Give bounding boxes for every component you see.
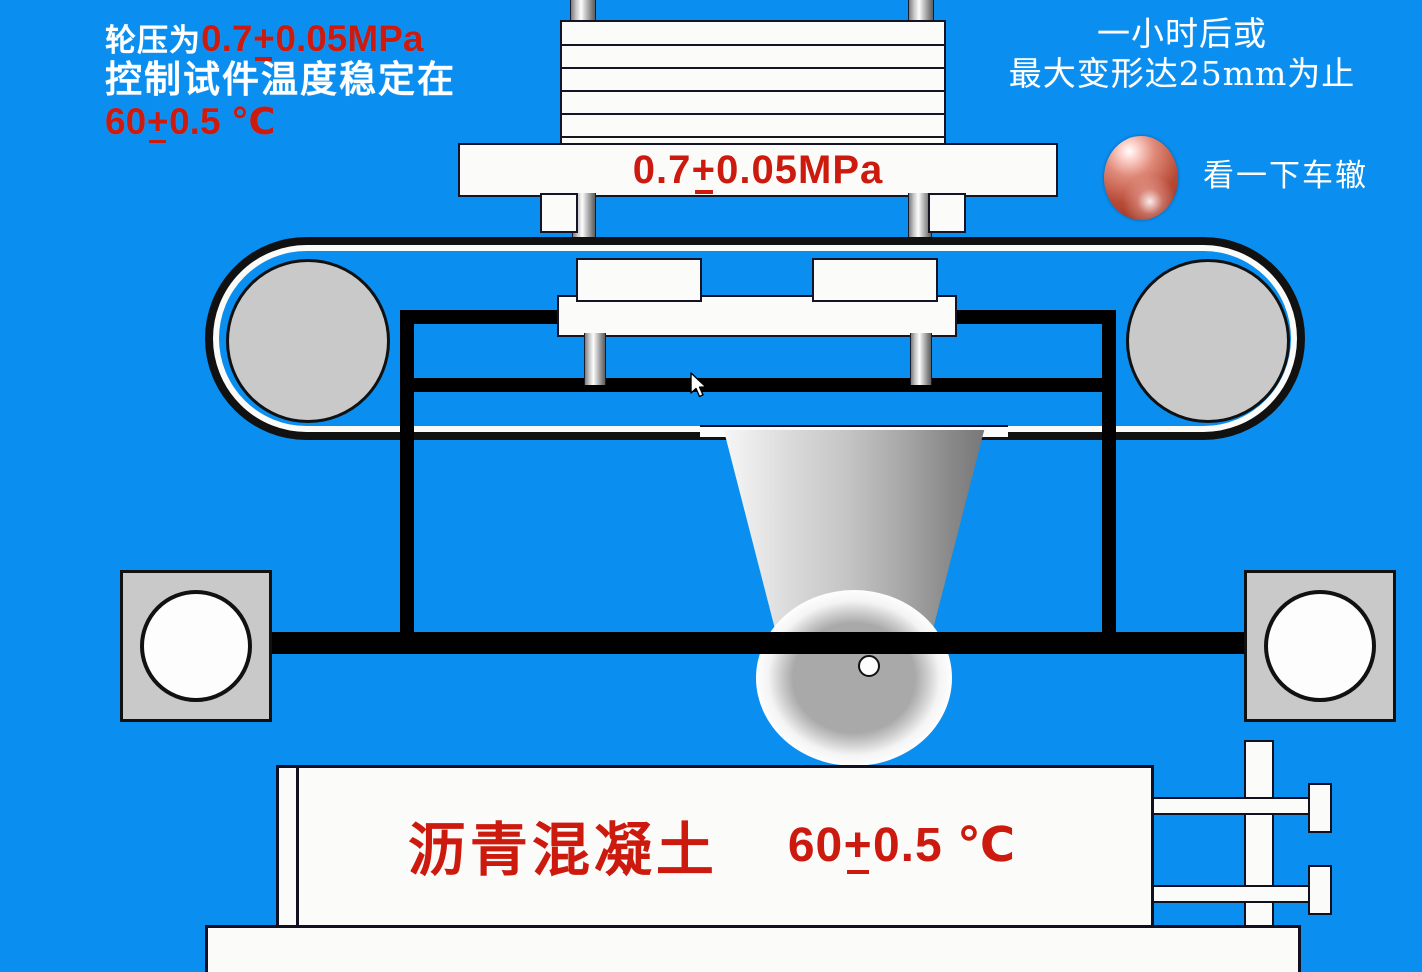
annotation-temperature-number: 60	[105, 100, 147, 142]
press-shoulder-right	[928, 193, 966, 233]
annotation-view-rut-label: 看一下车辙	[1203, 158, 1368, 194]
press-shoulder-left	[540, 193, 578, 233]
press-plate-stack	[560, 20, 946, 148]
guide-block-right-bearing	[1264, 590, 1376, 702]
press-rod-top-right	[908, 0, 934, 22]
thermostat-arm-upper	[1136, 797, 1315, 815]
pressure-banner-tolerance: 0.05MPa	[716, 147, 884, 192]
annotation-temperature-value-line: 60+0.5 ℃	[105, 100, 575, 144]
press-plate-slat	[562, 136, 944, 138]
thermostat-tip-upper	[1308, 783, 1332, 833]
pressure-banner-number: 0.7	[632, 147, 692, 192]
specimen-base-plate	[205, 925, 1301, 972]
press-rod-top-left	[570, 0, 596, 22]
annotation-wheel-pressure-line: 轮压为0.7+0.05MPa	[105, 18, 575, 61]
guide-block-left	[120, 570, 272, 722]
annotation-temperature-tolerance: 0.5 ℃	[169, 100, 276, 142]
load-head-block-left	[576, 258, 702, 302]
specimen-box	[276, 765, 1154, 931]
carriage-bar-middle	[400, 378, 1116, 392]
carriage-post-right	[1102, 310, 1116, 646]
load-head-pillar-left	[584, 333, 606, 385]
test-wheel-hub-icon	[858, 655, 880, 677]
annotation-wheel-pressure-number: 0.7	[201, 18, 253, 59]
press-plate-slat	[562, 90, 944, 92]
mouse-cursor-icon	[690, 372, 707, 398]
thermostat-arm-lower	[1136, 885, 1315, 903]
annotation-left-block: 轮压为0.7+0.05MPa 控制试件温度稳定在 60+0.5 ℃	[105, 18, 575, 144]
specimen-inner-divider	[296, 765, 299, 925]
annotation-right-block: 一小时后或 最大变形达25mm为止	[972, 14, 1392, 95]
press-plate-slat	[562, 44, 944, 46]
plus-minus-icon: +	[253, 18, 275, 61]
test-wheel	[756, 590, 952, 766]
belt-pulley-left	[226, 259, 390, 423]
press-plate-slat	[562, 67, 944, 69]
red-ellipse-bullet-icon	[1104, 136, 1178, 220]
annotation-duration-line: 一小时后或	[1097, 14, 1267, 53]
thermostat-stem	[1244, 740, 1274, 942]
thermostat-tip-lower	[1308, 865, 1332, 915]
annotation-wheel-pressure-tolerance: 0.05MPa	[275, 18, 424, 59]
pressure-banner-text: 0.7+0.05MPa	[632, 147, 884, 194]
annotation-wheel-pressure-prefix: 轮压为	[105, 23, 201, 59]
plus-minus-icon: +	[146, 100, 169, 144]
annotation-temperature-control-line: 控制试件温度稳定在	[105, 57, 456, 102]
press-plate-slat	[562, 113, 944, 115]
pressure-banner: 0.7+0.05MPa	[458, 143, 1058, 197]
load-head-block-right	[812, 258, 938, 302]
annotation-max-deformation-line: 最大变形达25mm为止	[1008, 54, 1356, 94]
guide-block-left-bearing	[140, 590, 252, 702]
load-head-pillar-right	[910, 333, 932, 385]
plus-minus-icon: +	[691, 148, 716, 194]
guide-block-right	[1244, 570, 1396, 722]
carriage-axle-bar-overlay	[258, 632, 1258, 654]
belt-pulley-right	[1126, 259, 1290, 423]
carriage-post-left	[400, 310, 414, 646]
load-head-crossbar	[557, 295, 957, 337]
